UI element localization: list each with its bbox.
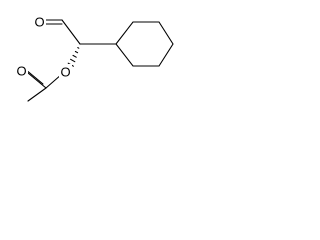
ester-oxygen-atom: O bbox=[59, 64, 72, 80]
aldehyde-ch-bond bbox=[61, 19, 81, 45]
aldehyde-oxygen-label: O bbox=[34, 15, 44, 30]
carbonyl-oxygen-label: O bbox=[16, 64, 26, 79]
cyclohexane-ring bbox=[115, 21, 174, 67]
structure-diagram: O O O bbox=[15, 14, 174, 102]
aldehyde-oxygen-atom: O bbox=[33, 14, 46, 30]
carbonyl-oxygen-atom: O bbox=[15, 63, 28, 79]
hashed-wedge-bond bbox=[67, 47, 80, 67]
ester-oxygen-label: O bbox=[60, 65, 70, 80]
carbonyl-double-bond-outer bbox=[27, 72, 47, 89]
carbonyl-double-bond-inner bbox=[27, 70, 44, 85]
acetyl-methyl-bond bbox=[27, 87, 47, 102]
